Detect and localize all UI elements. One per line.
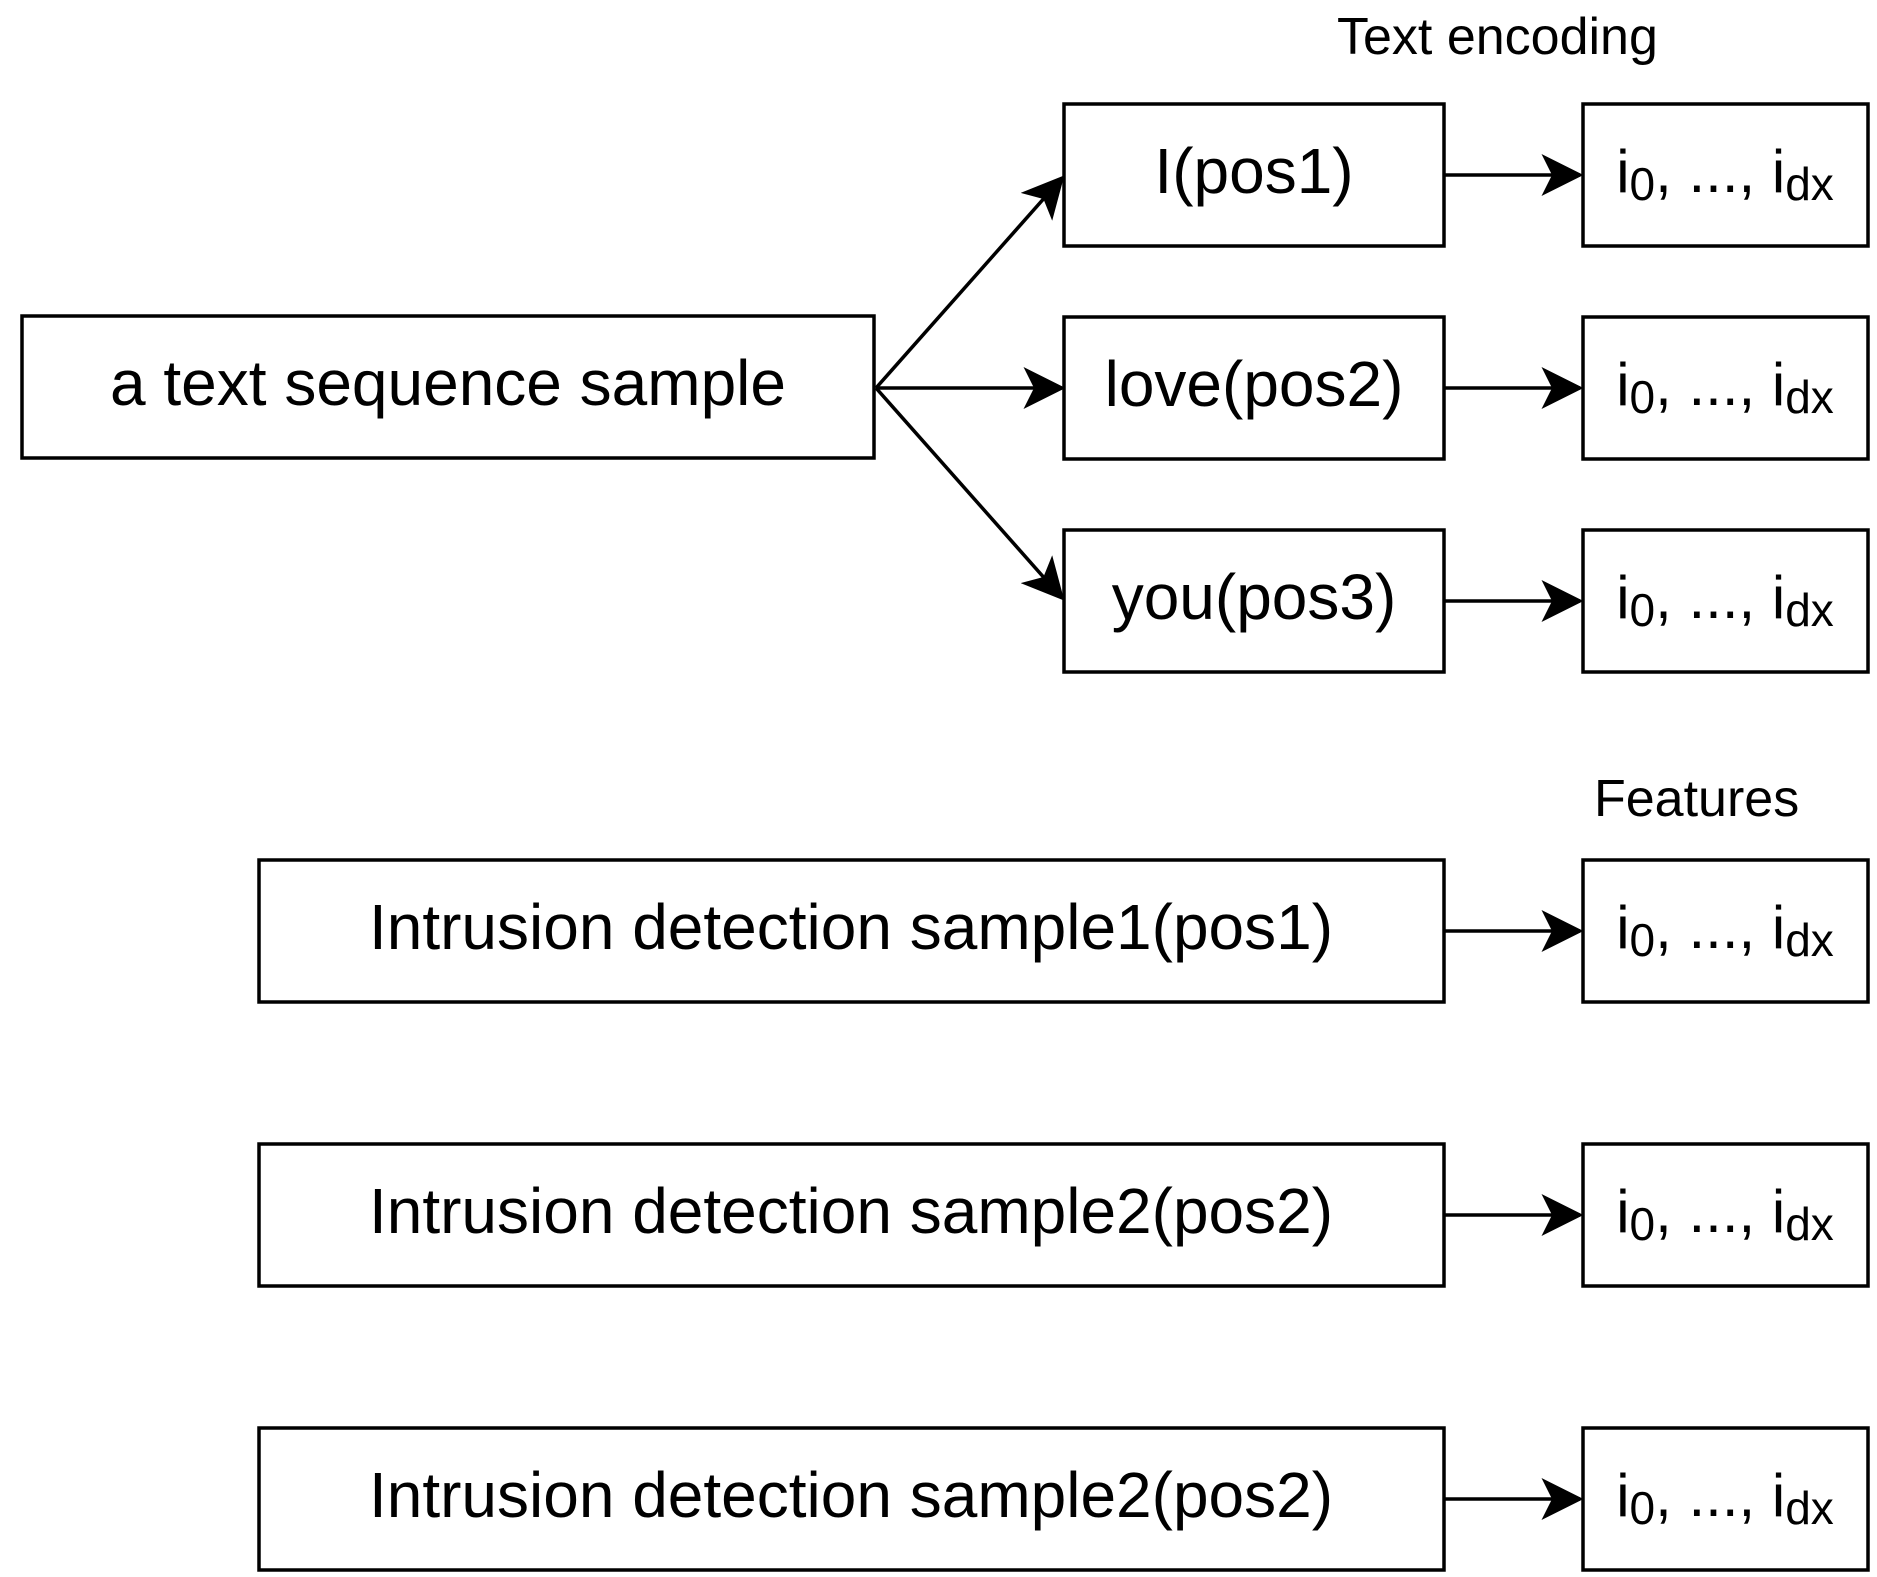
token-node-1: I(pos1) [1062, 102, 1446, 248]
features-title: Features [1594, 770, 1799, 828]
token-node-1-label: I(pos1) [1154, 135, 1353, 207]
intrusion-node-2-label: Intrusion detection sample2(pos2) [369, 1175, 1333, 1247]
feature-box-1: i0, ..., idx [1581, 102, 1870, 248]
text-encoding-title: Text encoding [1337, 8, 1658, 66]
source-node: a text sequence sample [20, 314, 876, 460]
feature-box-6: i0, ..., idx [1581, 1426, 1870, 1572]
token-node-2: love(pos2) [1062, 315, 1446, 461]
feature-box-3: i0, ..., idx [1581, 528, 1870, 674]
edge-source-to-token3 [874, 386, 1065, 601]
token-node-3-label: you(pos3) [1112, 561, 1397, 633]
feature-vector-label: i0, ..., idx [1616, 564, 1834, 636]
feature-vector-label: i0, ..., idx [1616, 351, 1834, 423]
edge-source-to-token1 [874, 175, 1065, 390]
feature-vector-label: i0, ..., idx [1616, 1462, 1834, 1534]
source-node-label: a text sequence sample [110, 347, 786, 419]
intrusion-node-1: Intrusion detection sample1(pos1) [257, 858, 1446, 1004]
feature-box-4: i0, ..., idx [1581, 858, 1870, 1004]
intrusion-node-2: Intrusion detection sample2(pos2) [257, 1142, 1446, 1288]
feature-box-5: i0, ..., idx [1581, 1142, 1870, 1288]
feature-vector-label: i0, ..., idx [1616, 1178, 1834, 1250]
intrusion-node-3-label: Intrusion detection sample2(pos2) [369, 1459, 1333, 1531]
intrusion-node-1-label: Intrusion detection sample1(pos1) [369, 891, 1333, 963]
token-node-3: you(pos3) [1062, 528, 1446, 674]
feature-vector-label: i0, ..., idx [1616, 138, 1834, 210]
feature-box-2: i0, ..., idx [1581, 315, 1870, 461]
token-node-2-label: love(pos2) [1105, 348, 1404, 420]
feature-vector-label: i0, ..., idx [1616, 894, 1834, 966]
intrusion-node-3: Intrusion detection sample2(pos2) [257, 1426, 1446, 1572]
